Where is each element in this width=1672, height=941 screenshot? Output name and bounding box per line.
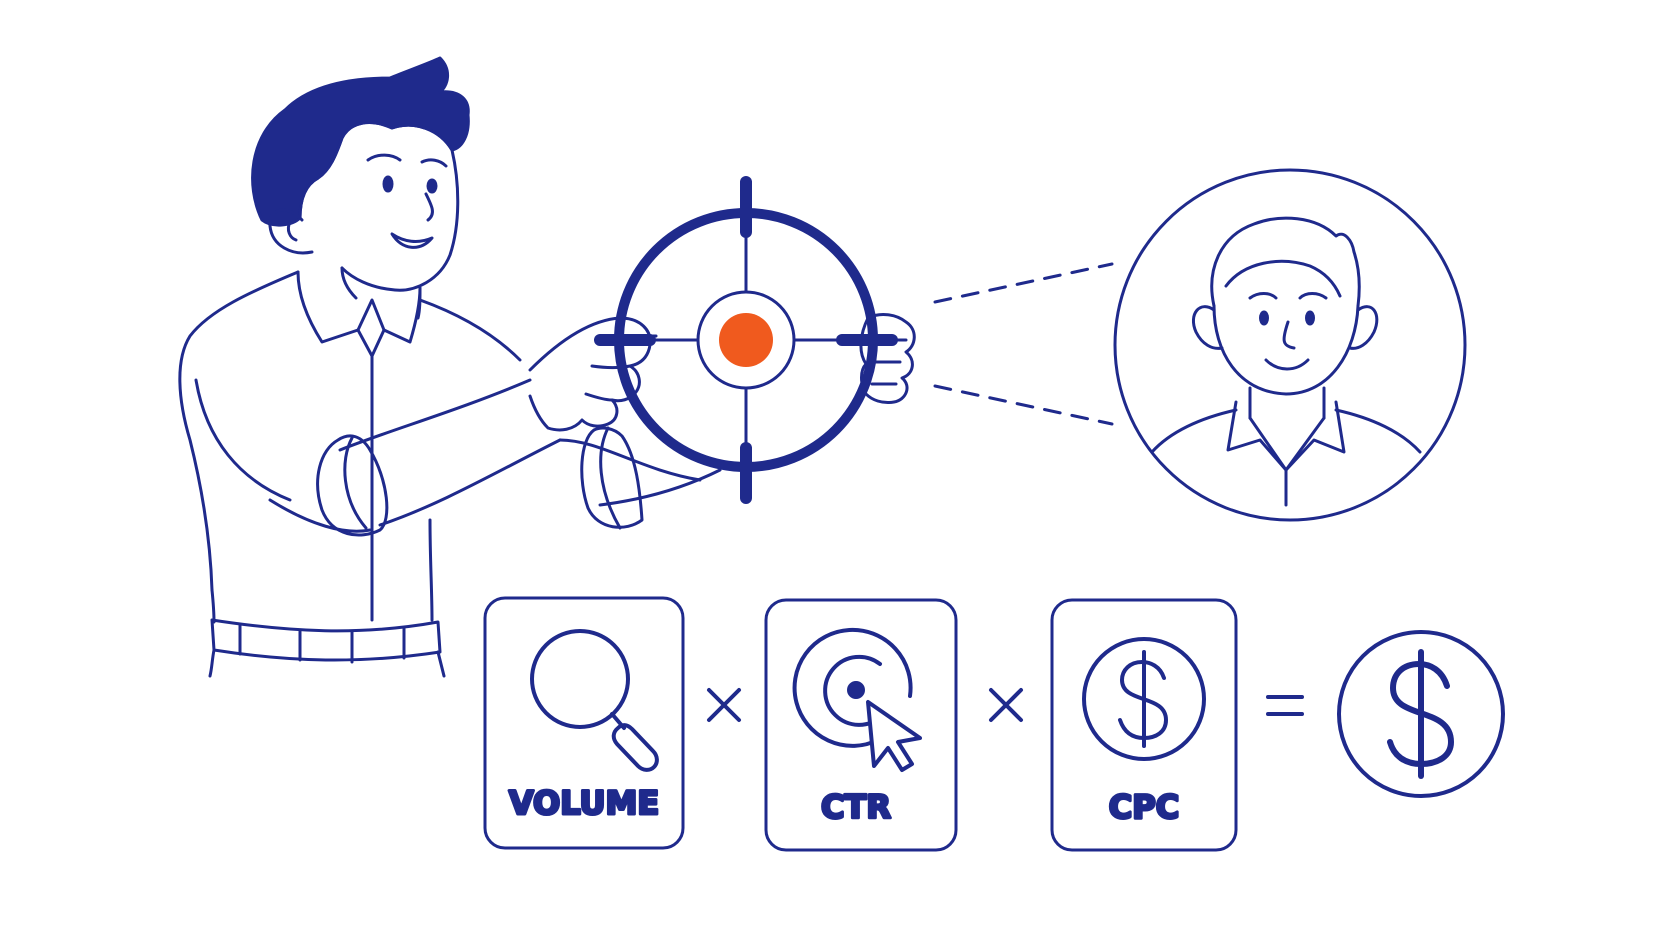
cursor-arrow-icon [866,700,922,772]
metric-label-ctr: CTR [821,788,891,826]
man-figure [178,56,722,678]
avatar-circle [1113,168,1467,522]
man-hand-right [859,313,916,404]
multiply-sign-1 [707,688,741,722]
dollar-coin-icon [1082,637,1206,761]
click-target-icon [792,627,922,772]
formula-card-volume: VOLUME [483,596,685,850]
man-ear [268,208,314,255]
formula-card-cpc: CPC [1050,598,1238,852]
man-face [298,121,460,292]
crosshair-scope [594,176,898,504]
man-hair [251,56,470,227]
revenue-formula: VOLUME CTR [483,596,1505,852]
man-eye-left [382,175,394,193]
man-eye-right [426,178,438,194]
man-smile [390,232,434,249]
metric-label-cpc: CPC [1109,788,1179,826]
man-shirt [178,270,300,592]
man-sleeve-far [580,426,644,529]
man-arm-near [338,378,532,452]
man-collar [296,270,422,358]
multiply-sign-2 [989,688,1023,722]
man-arm-far [558,438,702,482]
man-sleeve-near [316,434,389,537]
target-center-dot [719,313,773,367]
magnifier-icon [530,629,659,772]
sight-lines [933,262,1114,426]
equals-sign [1266,695,1304,716]
target-customer-avatar [1113,168,1467,522]
dollar-result-icon [1337,630,1505,798]
man-belt [210,618,442,662]
formula-card-ctr: CTR [764,598,958,852]
metric-label-volume: VOLUME [509,784,659,822]
